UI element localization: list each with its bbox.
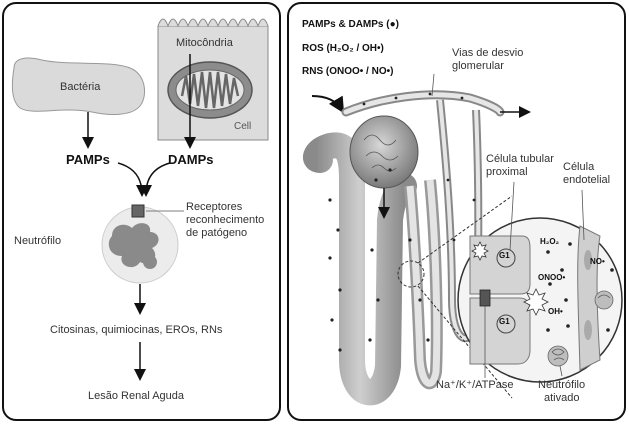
cytokines-label: Citosinas, quimiocinas, EROs, RNs: [50, 324, 223, 336]
activated-neutrophil-label-1: Neutrófilo: [538, 379, 586, 391]
tubular-cell-label-2: proximal: [486, 166, 528, 178]
aki-label: Lesão Renal Aguda: [88, 390, 185, 402]
oh-label: OH•: [548, 307, 563, 316]
pamps-label: PAMPs: [66, 152, 110, 167]
h2o2-label: H₂O₂: [540, 237, 560, 246]
g1-bottom-label: G1: [499, 317, 510, 326]
endothelial-cell-label-2: endotelial: [563, 174, 611, 186]
no-label: NO•: [590, 257, 605, 266]
neutrophil-label: Neutrófilo: [14, 235, 62, 247]
rns-legend: RNS (ONOO• / NO•): [302, 66, 394, 77]
pamps-damps-particles: [328, 92, 476, 352]
pamps-damps-legend: PAMPs & DAMPs (●): [302, 19, 399, 30]
ros-legend: ROS (H₂O₂ / OH•): [302, 43, 384, 54]
bacteria-shape: [11, 57, 146, 115]
renal-tubule: [303, 132, 417, 406]
receptors-label-1: Receptores: [186, 201, 243, 213]
bacteria-label: Bactéria: [60, 81, 101, 93]
onoo-label: ONOO•: [538, 273, 566, 282]
shunt-label-1: Vias de desvio: [452, 47, 524, 59]
receptors-label-3: de patógeno: [186, 227, 248, 239]
mitochondria-label: Mitocôndria: [176, 37, 233, 49]
endothelial-cell-label-1: Célula: [563, 161, 595, 173]
glomerulus: [349, 115, 419, 189]
cell-label: Cell: [234, 121, 252, 132]
neutrophil-shape: [101, 204, 179, 284]
shunt-label-2: glomerular: [452, 60, 504, 72]
activated-neutrophil-label-2: ativado: [544, 392, 580, 404]
g1-top-label: G1: [499, 251, 510, 260]
receptors-label-2: reconhecimento: [186, 214, 265, 226]
tubular-cell-label-1: Célula tubular: [486, 153, 554, 165]
atpase-label: Na⁺/K⁺/ATPase: [436, 379, 514, 391]
damps-label: DAMPs: [168, 152, 214, 167]
mitochondrion-shape: [167, 61, 253, 119]
